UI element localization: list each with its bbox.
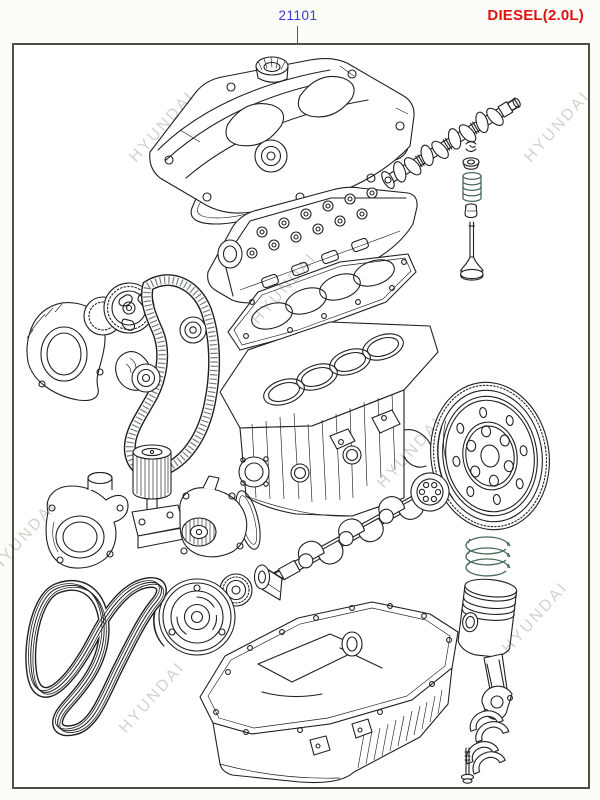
timing-belt-tensioner-icon (116, 352, 160, 392)
flywheel-icon (420, 374, 560, 539)
oil-filler-cap-icon (256, 57, 288, 82)
valve-stem-seal-icon (465, 204, 477, 218)
crankshaft-pulley-icon (154, 579, 235, 655)
oil-pan-icon (200, 602, 458, 783)
cylinder-block-icon (220, 322, 438, 516)
valve-keeper-icon (466, 142, 476, 152)
bearing-shells-icon (461, 706, 508, 775)
cylinder-head-cover-icon (150, 59, 414, 214)
piston-icon (457, 577, 518, 659)
crankshaft-icon (256, 466, 455, 600)
idler-pulley-icon (180, 317, 206, 343)
valve-spring-icon (463, 173, 481, 202)
crankshaft-hub-icon (255, 565, 283, 600)
engine-valve-icon (461, 222, 484, 280)
engine-variant-label: DIESEL(2.0L) (487, 7, 584, 24)
drive-belt-icon (29, 581, 164, 733)
connecting-rod-bolt-icon (462, 748, 474, 783)
camshaft-icon (378, 90, 526, 192)
connecting-rod-icon (482, 654, 512, 719)
part-number-label[interactable]: 21101 (278, 8, 318, 23)
coolant-inlet-housing-icon (46, 473, 128, 569)
spring-retainer-icon (463, 158, 479, 169)
piston-rings-icon (466, 537, 510, 576)
water-pump-icon (180, 476, 265, 557)
cylinder-head-icon (208, 187, 417, 303)
head-gasket-icon (228, 254, 416, 350)
part-number-leader-line (297, 26, 298, 44)
